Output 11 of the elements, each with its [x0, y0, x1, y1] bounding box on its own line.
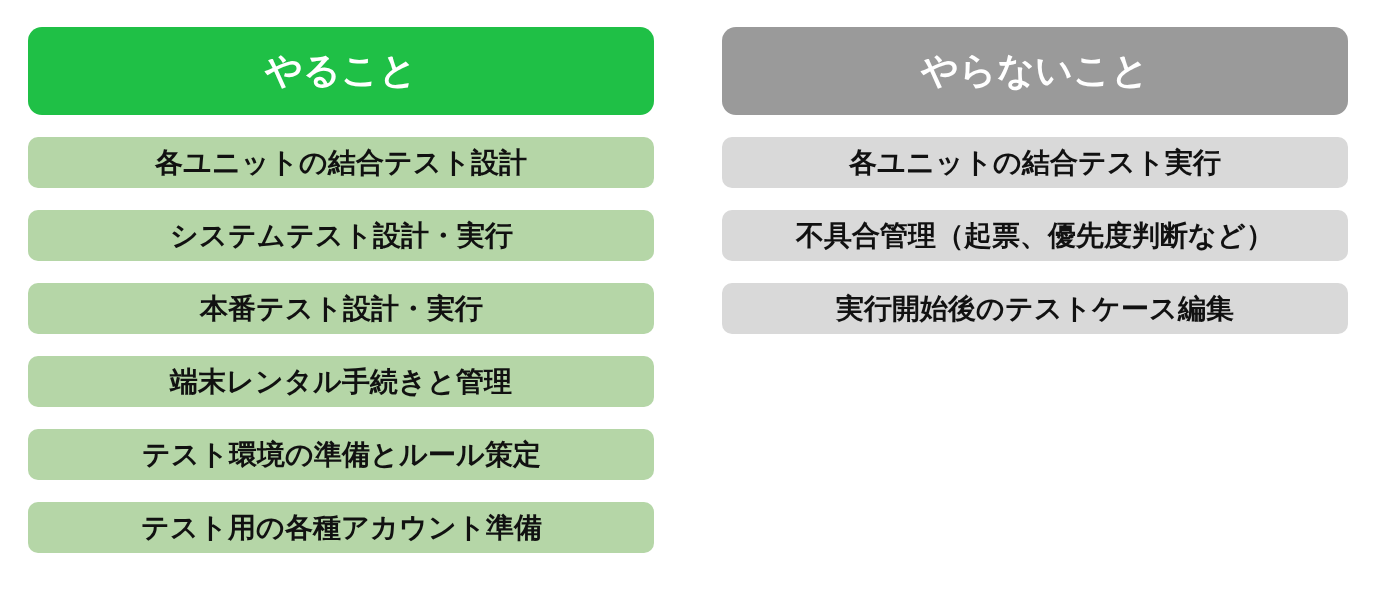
list-item: システムテスト設計・実行 — [28, 210, 654, 261]
list-item: 不具合管理（起票、優先度判断など） — [722, 210, 1348, 261]
list-item: 本番テスト設計・実行 — [28, 283, 654, 334]
heading-banner: やらないこと — [722, 27, 1348, 115]
list-item: 各ユニットの結合テスト設計 — [28, 137, 654, 188]
list-item: テスト環境の準備とルール策定 — [28, 429, 654, 480]
list-item: 端末レンタル手続きと管理 — [28, 356, 654, 407]
list-item: 実行開始後のテストケース編集 — [722, 283, 1348, 334]
list-item: テスト用の各種アカウント準備 — [28, 502, 654, 553]
list-item: 各ユニットの結合テスト実行 — [722, 137, 1348, 188]
heading-banner: やること — [28, 27, 654, 115]
